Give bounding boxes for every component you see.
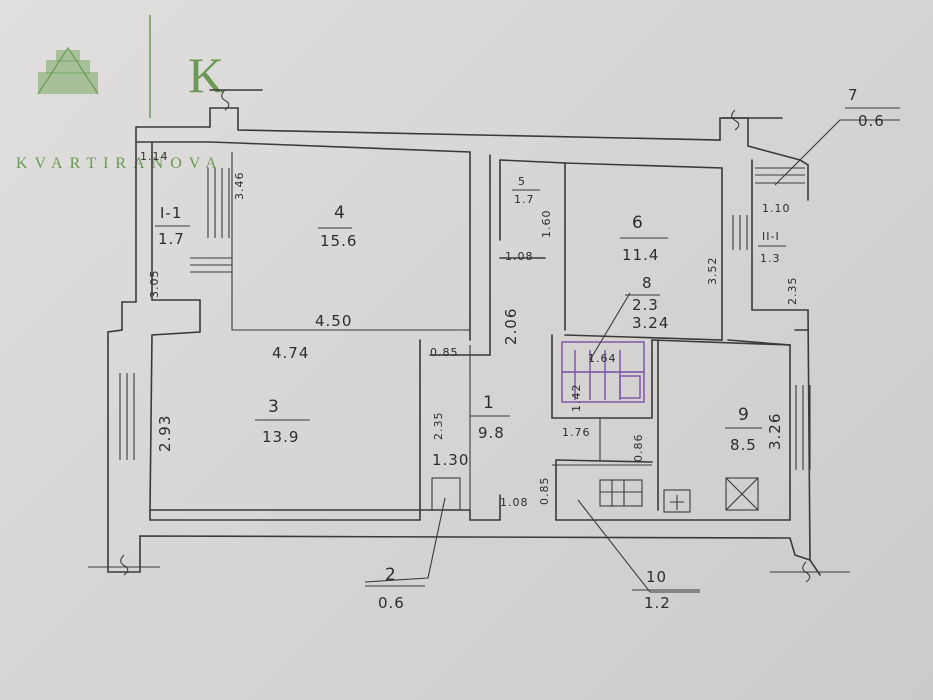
leader-lines — [364, 119, 900, 593]
dim-1-30: 1.30 — [432, 451, 469, 469]
room-ii1-area: 1.3 — [760, 252, 781, 265]
dim-3-05: 3.05 — [148, 270, 161, 299]
dim-2-35-a: 2.35 — [432, 412, 445, 441]
dim-2-06: 2.06 — [502, 308, 520, 345]
closet-fixture — [431, 477, 461, 511]
dim-1-42: 1.42 — [570, 384, 583, 413]
pantry-marking — [561, 341, 645, 403]
room-7-area: 0.6 — [858, 112, 885, 130]
room-3-number: 3 — [268, 397, 280, 417]
room-4-number: 4 — [334, 203, 346, 223]
fixtures — [431, 477, 759, 513]
dim-1-14: 1.14 — [140, 150, 169, 163]
room-i1-number: I-1 — [160, 204, 182, 222]
dim-3-46: 3.46 — [233, 172, 246, 201]
dimension-labels: 1.14 3.46 3.05 4.50 4.74 0.85 2.93 2.35 … — [140, 150, 799, 509]
room-2-number: 2 — [385, 565, 397, 585]
dim-0-85-a: 0.85 — [430, 346, 459, 359]
dim-3-24: 3.24 — [632, 314, 669, 332]
room-3-area: 13.9 — [262, 428, 299, 446]
room-7-number: 7 — [848, 86, 859, 104]
room-1-number: 1 — [483, 393, 495, 413]
bath-fixture — [599, 479, 643, 507]
dim-2-93: 2.93 — [156, 415, 174, 452]
dim-1-76: 1.76 — [562, 426, 591, 439]
room-i1-area: 1.7 — [158, 230, 185, 248]
dim-3-52: 3.52 — [706, 257, 719, 286]
room-1-area: 9.8 — [478, 424, 505, 442]
dim-1-08-b: 1.08 — [500, 496, 529, 509]
sink-fixture — [663, 489, 691, 513]
dim-0-85-b: 0.85 — [538, 477, 551, 506]
dim-4-74: 4.74 — [272, 344, 309, 362]
dim-1-08: 1.08 — [505, 250, 534, 263]
dim-4-50: 4.50 — [315, 312, 352, 330]
room-8-area: 2.3 — [632, 296, 659, 314]
dim-0-86: 0.86 — [632, 434, 645, 463]
room-6-area: 11.4 — [622, 246, 659, 264]
stove-fixture — [725, 477, 759, 511]
dim-1-10: 1.10 — [762, 202, 791, 215]
room-2-area: 0.6 — [378, 594, 405, 612]
windows — [119, 167, 811, 470]
dim-2-35-b: 2.35 — [786, 277, 799, 306]
brand-logo: K KVARTIRANOVA — [16, 15, 224, 172]
room-ii1-number: II-I — [762, 230, 780, 243]
brand-name: KVARTIRANOVA — [16, 155, 224, 172]
building-logo-icon — [37, 46, 99, 95]
dim-1-64: 1.64 — [588, 352, 617, 365]
room-6-number: 6 — [632, 213, 644, 233]
dim-1-60: 1.60 — [540, 210, 553, 239]
break-marks — [88, 89, 850, 583]
room-5-area: 1.7 — [514, 193, 535, 206]
room-8-number: 8 — [642, 274, 653, 292]
brand-letter: K — [188, 47, 224, 103]
dim-3-26: 3.26 — [766, 413, 784, 450]
room-labels: 4 15.6 3 13.9 1 9.8 6 11.4 8 2.3 9 8.5 5… — [155, 86, 900, 612]
room-4-area: 15.6 — [320, 232, 357, 250]
room-5-number: 5 — [518, 175, 526, 188]
room-9-area: 8.5 — [730, 436, 757, 454]
room-9-number: 9 — [738, 405, 750, 425]
room-10-area: 1.2 — [644, 594, 671, 612]
room-10-number: 10 — [646, 568, 667, 586]
